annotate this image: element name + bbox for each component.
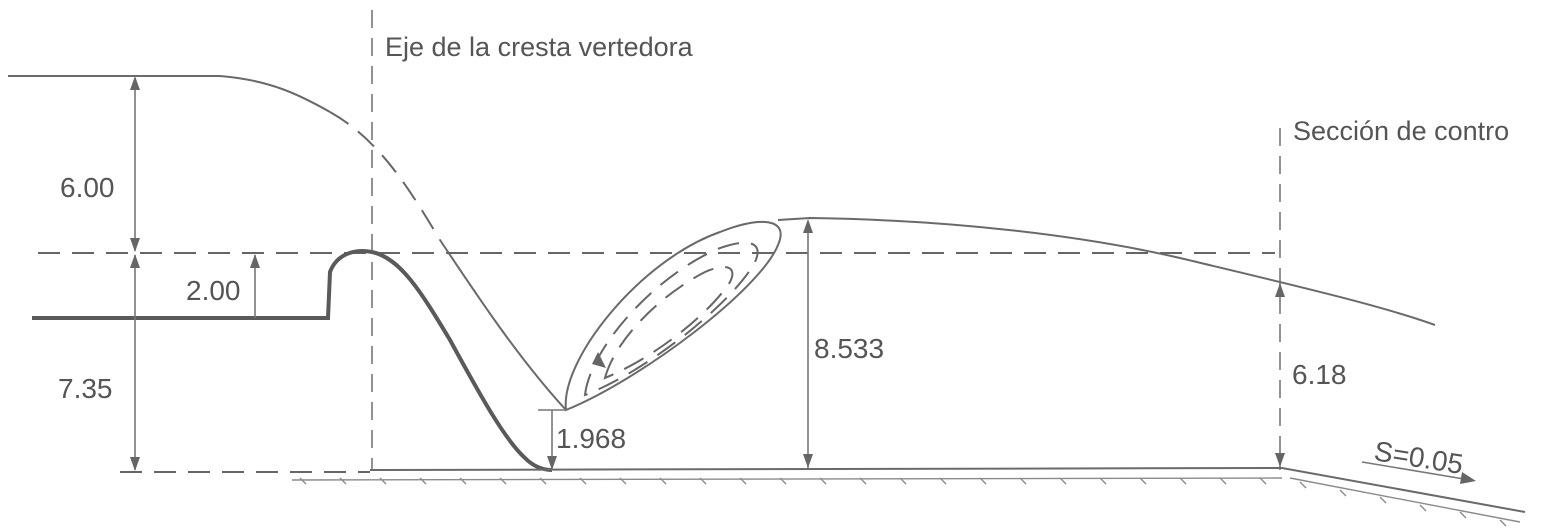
crest-axis-label: Eje de la cresta vertedora — [385, 32, 694, 62]
dim-upstream-depth — [130, 254, 140, 471]
bed-hatching — [291, 477, 1521, 527]
dim-crest-height — [250, 254, 260, 318]
control-depth-label: 6.18 — [1292, 359, 1347, 390]
jump-roller-inner — [603, 265, 734, 380]
control-section-label: Sección de contro — [1293, 116, 1509, 146]
weir-profile — [32, 249, 553, 472]
conjugate-depth-label: 8.533 — [814, 333, 884, 364]
dim-control-depth — [1275, 283, 1285, 467]
crest-height-label: 2.00 — [186, 275, 241, 306]
contracted-depth-label: 1.968 — [556, 423, 626, 454]
nappe-upper — [439, 239, 567, 411]
upstream-water-surface — [8, 75, 331, 113]
dim-upstream-head — [130, 76, 140, 252]
jump-roller-middle — [583, 241, 759, 397]
upstream-head-label: 6.00 — [60, 172, 115, 203]
roller-arrow-head — [592, 352, 606, 368]
channel-bed — [369, 466, 1526, 513]
nappe-upper-dashed — [329, 111, 441, 241]
dim-contracted-depth — [538, 409, 566, 470]
slope-arrow — [1361, 461, 1476, 484]
slope-label: S=0.05 — [1372, 435, 1465, 480]
upstream-depth-label: 7.35 — [58, 373, 113, 404]
downstream-water-surface — [777, 216, 1436, 326]
dim-conjugate-depth — [803, 219, 813, 468]
jump-roller-outer — [564, 220, 782, 412]
